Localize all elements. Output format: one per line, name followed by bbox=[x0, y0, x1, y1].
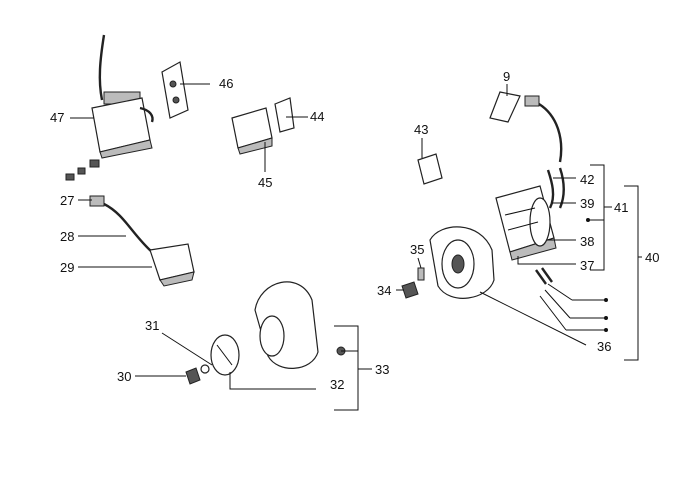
pin-set bbox=[535, 267, 553, 285]
starter-plate bbox=[185, 334, 240, 385]
label-28: 28 bbox=[60, 229, 74, 244]
label-44: 44 bbox=[310, 109, 324, 124]
flywheel-36 bbox=[429, 226, 495, 299]
ignition-module-47 bbox=[91, 34, 154, 159]
label-36: 36 bbox=[597, 339, 611, 354]
leader-lines bbox=[70, 83, 642, 411]
label-37: 37 bbox=[580, 258, 594, 273]
label-33: 33 bbox=[375, 362, 389, 377]
label-47: 47 bbox=[50, 110, 64, 125]
label-41: 41 bbox=[614, 200, 628, 215]
stator-assembly bbox=[495, 167, 565, 261]
label-40: 40 bbox=[645, 250, 659, 265]
label-35: 35 bbox=[410, 242, 424, 257]
label-9: 9 bbox=[503, 69, 510, 84]
label-42: 42 bbox=[580, 172, 594, 187]
label-32: 32 bbox=[330, 377, 344, 392]
pin-35 bbox=[417, 267, 425, 281]
clip-43 bbox=[417, 153, 443, 185]
bracket-44 bbox=[274, 97, 295, 133]
label-43: 43 bbox=[414, 122, 428, 137]
spark-plug-cap-9 bbox=[489, 91, 563, 163]
cable-assembly bbox=[89, 195, 195, 287]
label-30: 30 bbox=[117, 369, 131, 384]
bracket-46 bbox=[161, 61, 189, 119]
label-38: 38 bbox=[580, 234, 594, 249]
label-29: 29 bbox=[60, 260, 74, 275]
module-45 bbox=[231, 107, 273, 155]
part-labels: 47 46 45 44 27 28 29 31 30 32 33 9 43 42… bbox=[50, 69, 659, 392]
label-46: 46 bbox=[219, 76, 233, 91]
fan-housing-33 bbox=[254, 281, 346, 369]
label-39: 39 bbox=[580, 196, 594, 211]
label-31: 31 bbox=[145, 318, 159, 333]
label-45: 45 bbox=[258, 175, 272, 190]
label-34: 34 bbox=[377, 283, 391, 298]
label-27: 27 bbox=[60, 193, 74, 208]
nut-34 bbox=[401, 281, 419, 299]
screws bbox=[65, 159, 100, 181]
leader-dots bbox=[586, 218, 608, 332]
